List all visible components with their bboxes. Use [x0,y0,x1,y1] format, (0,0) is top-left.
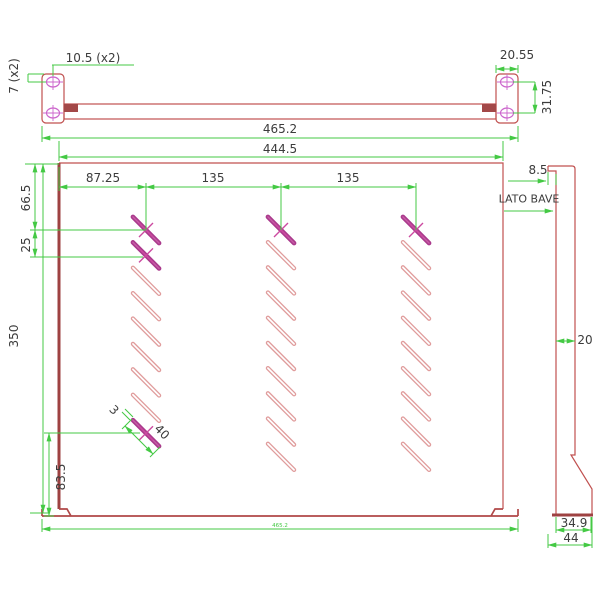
vent-slot [265,290,297,321]
dim-base-width: 44 [563,531,578,545]
dim-ext-hole-spacing [513,81,535,114]
dim-ext-bottom-slot-offset [44,432,140,517]
vent-slot [130,316,162,347]
dim-lines-hole-side-offset [52,64,134,76]
vent-slot [265,365,297,397]
dim-ext-slot-length [121,418,161,458]
vent-slot [130,367,162,398]
hole-crosshair [43,105,63,121]
dim-first-slot-offset: 66.5 [19,185,33,212]
vent-slot [265,416,297,447]
vent-slot [130,265,162,297]
plan-view: 87.25 135 135 66.5 25 350 83.5 40 3 465.… [7,162,519,532]
dim-body-width: 444.5 [263,142,297,156]
dim-bottom-width-tiny: 465.2 [272,523,288,529]
vent-slot [265,391,297,422]
dim-depth: 350 [7,325,21,348]
slot-center-marker [138,247,154,263]
dim-flange-width: 34.9 [561,516,588,530]
dim-thickness: 20 [577,333,592,347]
vent-slot [265,265,297,296]
dim-ext-ear-width [495,65,519,73]
plate-bottom-lip [41,508,519,517]
side-view: 8.5 LATO BAVE 20 34.9 44 [499,163,593,548]
plate-outline [59,162,504,509]
vent-slot [130,392,162,424]
dim-hole-top-offset: 7 (x2) [7,58,21,94]
vent-slot [130,341,162,373]
dim-ext-overall-width [41,126,519,142]
dim-hole-side-offset: 10.5 (x2) [66,51,121,65]
vent-slot [400,441,432,473]
vent-slot [265,441,297,473]
vent-slot [400,416,432,447]
vent-slot [265,315,297,347]
vent-slot-columns [130,214,432,473]
hole-crosshair [43,74,63,90]
vent-slot [400,239,432,271]
vent-slot [265,239,297,271]
dim-overall-width: 465.2 [263,122,297,136]
dim-ext-flange-width [555,517,592,533]
dim-ext-bottom-width [41,519,519,532]
vent-slot [265,340,297,372]
dim-first-column: 87.25 [86,171,120,185]
front-bar [63,103,497,120]
dim-slot-width: 3 [106,402,121,417]
dim-ear-width: 20.55 [500,48,534,62]
vent-slot [400,340,432,372]
front-bar-end-blocks [64,104,496,112]
dim-slot-pitch: 25 [19,237,33,252]
dim-ext-slot-width [121,408,134,421]
vent-slot [130,290,162,322]
burr-side-label: LATO BAVE [499,193,560,206]
mounting-holes [43,74,517,121]
dim-ext-lip [547,172,557,185]
dim-ext-base-width [547,517,593,548]
vent-slot [400,265,432,296]
dim-lip: 8.5 [528,163,547,177]
dim-column-spacing-1: 135 [202,171,225,185]
slot-center-marker [138,425,154,441]
dim-ext-columns [58,167,417,230]
front-view: 7 (x2) 10.5 (x2) 20.55 31.75 465.2 444.5 [7,48,554,161]
dim-bottom-slot-offset: 83.5 [54,464,68,491]
vent-slot [400,391,432,422]
dim-line-slot-length [124,425,154,455]
vent-slot [400,315,432,347]
dim-hole-spacing: 31.75 [540,80,554,114]
vent-slot [400,365,432,397]
dim-lines-hole-top-offset [27,73,46,83]
dim-ext-body-width [58,141,504,161]
dim-column-spacing-2: 135 [337,171,360,185]
vent-slot [400,290,432,321]
